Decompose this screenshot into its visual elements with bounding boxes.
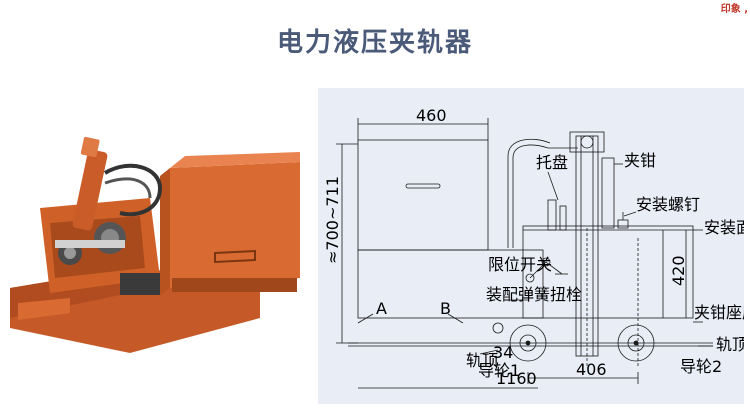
drawing-body — [357, 249, 544, 319]
label-clamp-base-plate: 夹钳座底板 — [694, 303, 744, 322]
page-title: 电力液压夹轨器 — [276, 28, 473, 58]
label-guide-wheel-2: 导轮2 — [680, 357, 722, 376]
drawing-motor-box — [357, 139, 489, 251]
photo-hose — [103, 163, 163, 217]
drawing-wheel-2 — [617, 324, 655, 362]
label-point-b: B — [440, 299, 451, 318]
dim-bottom-left: 1160 — [496, 369, 537, 388]
label-rail-top-right: 轨顶 — [716, 335, 744, 354]
dim-bottom-small: 34 — [493, 343, 513, 362]
drawing-hose — [512, 144, 578, 248]
dim-top: 460 — [416, 106, 447, 125]
label-mount-bolt: 安装螺钉 — [636, 195, 700, 214]
drawing-housing — [522, 225, 694, 319]
label-guide-wheel-1: 导轮1 — [478, 361, 520, 380]
dim-bottom-mid: 406 — [576, 360, 607, 379]
dim-right: 420 — [669, 255, 688, 286]
label-clamp: 夹钳 — [624, 151, 656, 170]
photo-hydraulic-cylinder — [72, 149, 108, 231]
product-photo — [10, 136, 300, 353]
photo-motor-box — [170, 162, 300, 288]
label-limit-switch: 限位开关 — [488, 255, 552, 274]
label-point-a: A — [376, 299, 387, 318]
corner-mark: 印象 , — [720, 4, 748, 15]
dim-height: ≈700~711 — [323, 176, 342, 264]
label-tray: 托盘 — [536, 153, 568, 172]
drawing-wheel-1 — [509, 324, 547, 362]
label-spring-bolt: 装配弹簧扭栓 — [486, 285, 582, 304]
technical-drawing: 460 ≈700~711 420 34 1160 406 托盘 夹钳 安装螺钉 … — [318, 88, 744, 404]
label-rail-top-left: 轨顶 — [466, 351, 498, 370]
label-mount-surface: 安装面 — [704, 218, 744, 237]
